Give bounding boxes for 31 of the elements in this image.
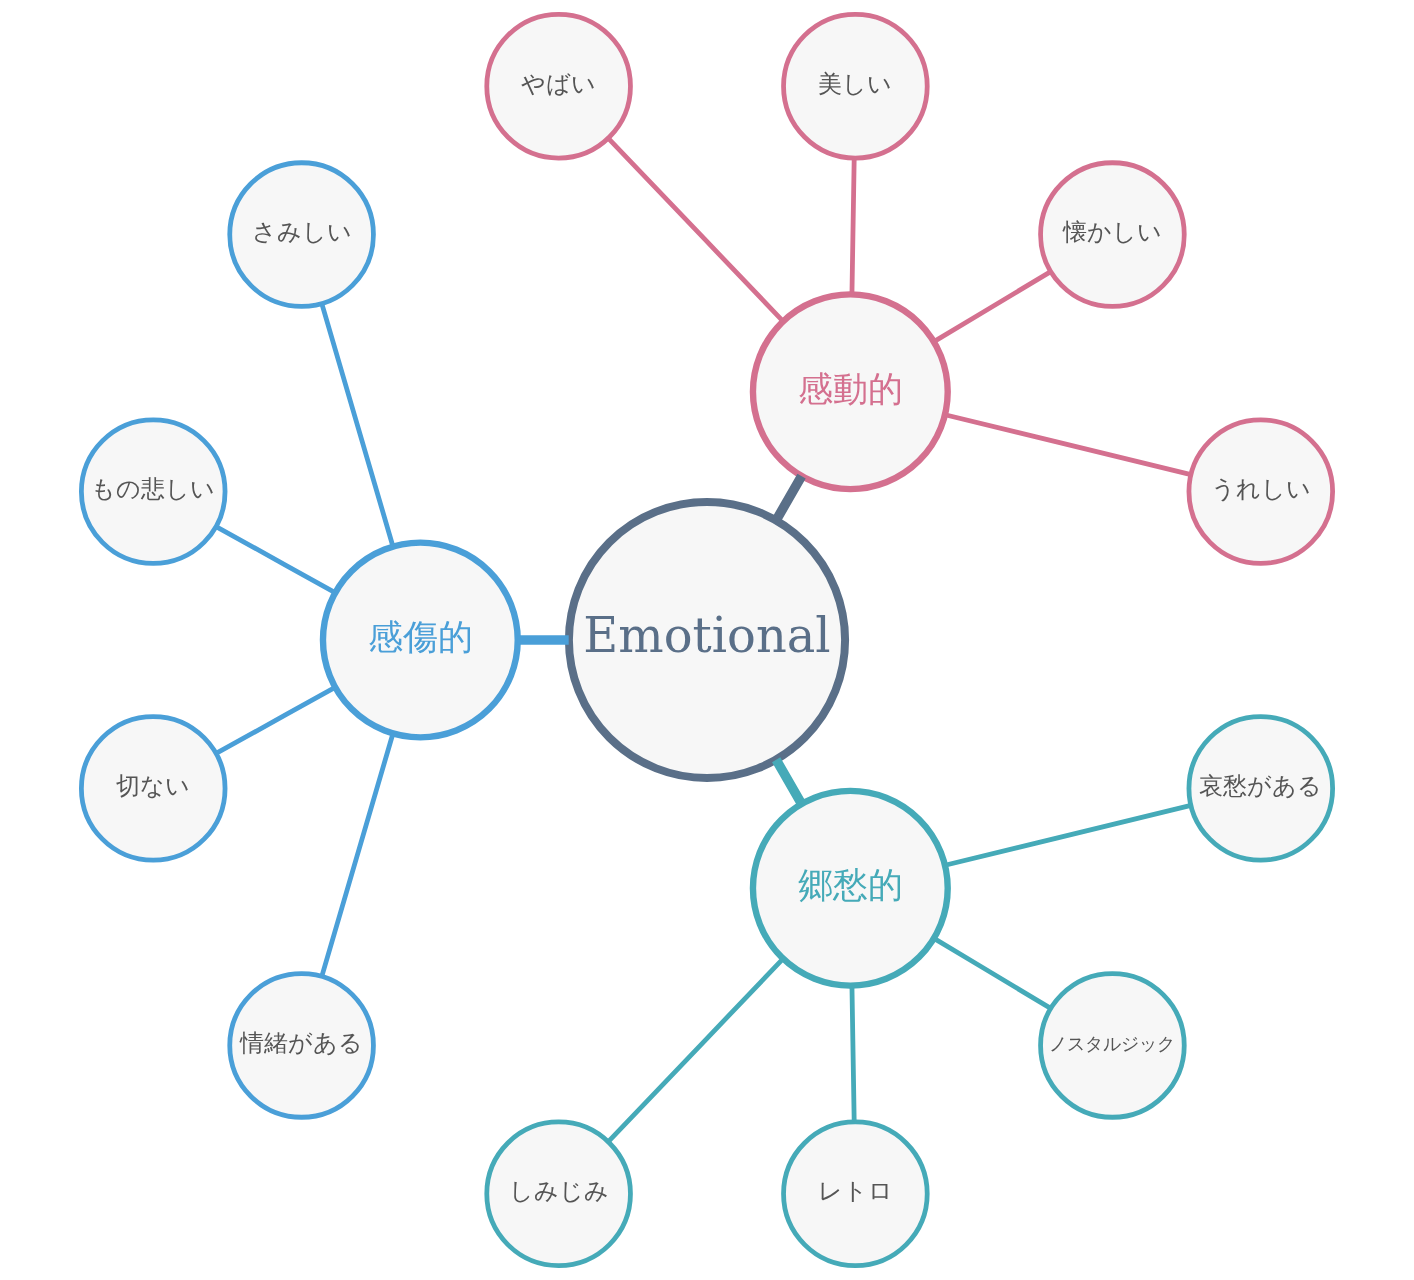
node-circle: 情緒がある (227, 971, 376, 1120)
connector (849, 985, 857, 1122)
connector (214, 524, 337, 595)
connector (944, 412, 1192, 477)
connector (517, 635, 569, 645)
connector (849, 158, 857, 295)
connector (772, 473, 806, 523)
connector (606, 957, 785, 1144)
connector (214, 685, 337, 756)
node-circle: 哀愁がある (1186, 714, 1335, 863)
node-circle: 懐かしい (1038, 160, 1187, 309)
connector (932, 936, 1052, 1011)
node-circle: 郷愁的 (749, 787, 951, 989)
node-circle: 切ない (79, 714, 228, 863)
node-circle: 感動的 (749, 291, 951, 493)
node-circle: ノスタルジック (1038, 971, 1187, 1120)
connector (319, 732, 396, 978)
node-circle: もの悲しい (79, 417, 228, 566)
connector (944, 803, 1192, 868)
connector (772, 757, 806, 807)
connector (932, 269, 1052, 344)
node-circle: 美しい (781, 12, 930, 161)
connector (606, 136, 785, 323)
node-circle: さみしい (227, 160, 376, 309)
node-circle: しみじみ (484, 1119, 633, 1268)
connector (319, 302, 396, 548)
node-circle: Emotional (564, 497, 850, 783)
node-circle: 感傷的 (319, 539, 521, 741)
node-circle: レトロ (781, 1119, 930, 1268)
node-circle: やばい (484, 12, 633, 161)
node-circle: うれしい (1186, 417, 1335, 566)
